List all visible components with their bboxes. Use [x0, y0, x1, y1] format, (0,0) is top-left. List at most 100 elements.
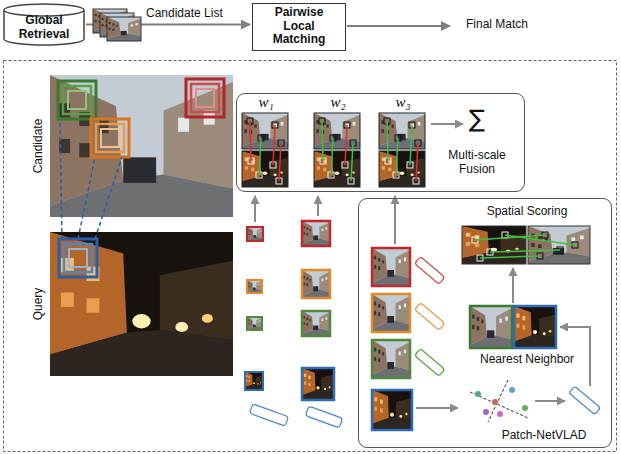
flow-arrows [394, 196, 396, 244]
extracted-patches [305, 406, 342, 428]
box-label: Global Retrieval [11, 14, 77, 42]
match-panels [242, 151, 288, 187]
match-panels [351, 143, 353, 181]
match-panels [345, 125, 347, 165]
patch-squares [63, 86, 91, 114]
correspondence-lines [60, 119, 62, 239]
match-panels [259, 138, 261, 175]
nearest-neighbor-pair [514, 306, 556, 348]
detail-patches [372, 248, 601, 430]
match-panels [379, 151, 425, 187]
detail-patches [372, 248, 410, 286]
spatial-scoring-pair [462, 226, 590, 264]
flow-arrows [254, 196, 256, 222]
extracted-patches [302, 270, 330, 298]
correspondence-lines [78, 157, 95, 239]
patch-squares [186, 79, 224, 117]
detail-patches [569, 386, 601, 415]
side-label: Candidate [31, 119, 45, 174]
cluster-graph [497, 411, 503, 417]
cylinder-body [4, 10, 84, 45]
process-box: Pairwise Local Matching [252, 3, 346, 51]
detail-patches [372, 340, 410, 378]
match-panels [331, 138, 333, 175]
database-cylinder: Global Retrieval [3, 3, 85, 46]
spatial-scoring-pair [462, 226, 526, 264]
weight-symbol: w₃ [395, 94, 410, 111]
flow-arrows [512, 268, 514, 303]
cluster-graph [470, 392, 528, 418]
flow-arrow [347, 25, 450, 27]
nearest-neighbor-pair [470, 306, 512, 348]
cluster-graph [522, 405, 528, 411]
patch-squares [64, 244, 92, 272]
patch-squares [196, 89, 214, 107]
patch-squares [58, 81, 96, 119]
match-panels [247, 118, 421, 146]
extracted-patches [302, 368, 334, 400]
candidate-thumbnails [107, 17, 141, 41]
street-photos [50, 232, 233, 376]
detail-patches [372, 294, 410, 332]
cluster-graph [483, 409, 489, 415]
extracted-patches [247, 227, 263, 241]
weight-symbol: w₂ [330, 94, 345, 111]
extracted-patches [245, 221, 343, 428]
patch-squares [91, 119, 129, 157]
match-panels [314, 151, 360, 187]
patch-squares [68, 91, 86, 109]
sum-symbol: ∑ [469, 106, 485, 134]
match-panels [322, 121, 323, 161]
patch-squares [101, 129, 119, 147]
matching-detail-panel: Spatial ScoringNearest NeighborPatch-Net… [358, 198, 612, 448]
spatial-scoring-pair [490, 250, 560, 252]
cluster-graph [492, 399, 498, 405]
detail-patches [415, 257, 445, 284]
street-photos [50, 75, 233, 217]
match-panels [279, 143, 281, 181]
output-box: Final Match [452, 17, 542, 35]
extracted-patches [249, 404, 288, 426]
box-label: Spatial Scoring [487, 205, 568, 219]
box-label: Final Match [466, 18, 528, 32]
street-photos [50, 75, 233, 376]
correspondence-lines [60, 119, 122, 239]
extracted-patches [247, 280, 262, 293]
side-label: Query [31, 288, 45, 321]
spatial-scoring-pair [528, 226, 590, 264]
match-panels [416, 143, 418, 181]
spatial-scoring-pair [537, 232, 578, 259]
edge-label: Candidate List [146, 6, 223, 20]
fusion-panel: w₁w₂w₃∑Multi-scale Fusion [236, 93, 525, 192]
detail-frame [4, 61, 617, 452]
match-panels [387, 121, 388, 161]
nearest-neighbor-pair [470, 306, 556, 348]
extracted-patches [302, 311, 330, 336]
candidate-thumbnails [93, 9, 141, 41]
patch-squares [191, 84, 219, 112]
detail-patches [415, 303, 445, 330]
match-panels [396, 138, 398, 175]
flow-arrows [255, 124, 590, 408]
patch-squares [96, 124, 124, 152]
box-label: Nearest Neighbor [480, 353, 574, 367]
cluster-graph [475, 391, 481, 397]
box-label: Multi-scale Fusion [432, 149, 522, 177]
extracted-patches [247, 317, 262, 330]
spatial-scoring-pair [505, 235, 575, 245]
match-panels [273, 125, 275, 165]
extracted-patches [245, 372, 263, 390]
extracted-patches [302, 221, 330, 246]
flow-arrows [317, 196, 319, 216]
patch-squares [59, 239, 97, 277]
box-label: Patch-NetVLAD [502, 429, 587, 443]
patch-squares [58, 79, 224, 277]
flow-arrows [431, 123, 463, 125]
cluster-graph [470, 380, 528, 422]
box-label: Pairwise Local Matching [263, 6, 335, 47]
patch-squares [69, 249, 87, 267]
match-panels [410, 125, 412, 165]
spatial-scoring-pair [475, 235, 575, 258]
